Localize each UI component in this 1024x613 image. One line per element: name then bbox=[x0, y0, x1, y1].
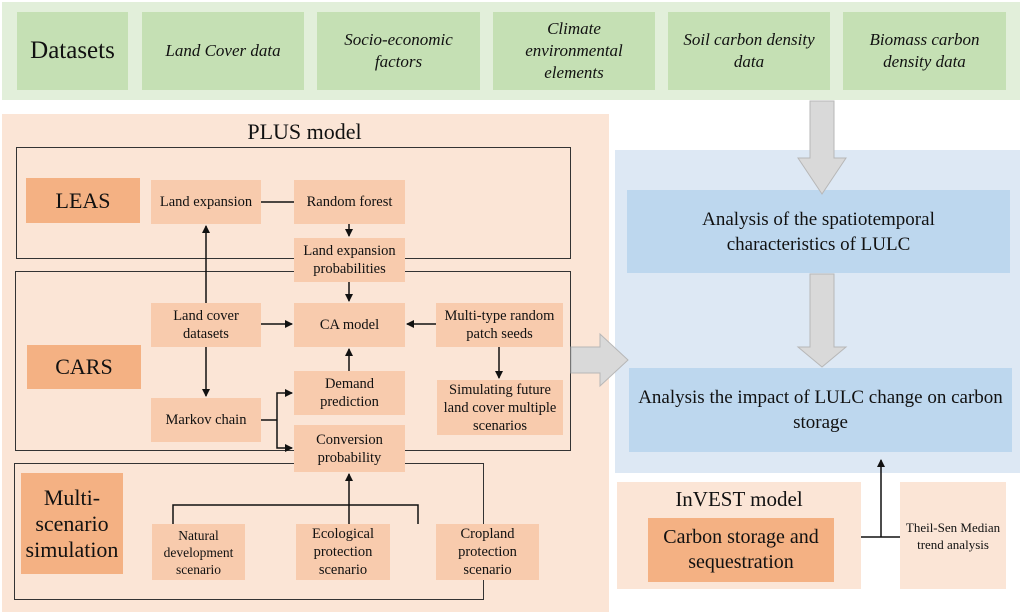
dataset-biomass-carbon: Biomass carbon density data bbox=[843, 12, 1006, 90]
dataset-soil-carbon: Soil carbon density data bbox=[668, 12, 830, 90]
dataset-climate: Climate environmental elements bbox=[493, 12, 655, 90]
datasets-title: Datasets bbox=[17, 12, 128, 90]
invest-model-title: InVEST model bbox=[675, 486, 803, 511]
scenario-ecological-protection: Ecological protection scenario bbox=[296, 524, 390, 580]
conversion-probability-box: Conversion probability bbox=[294, 425, 405, 472]
multi-scenario-label: Multi-scenario simulation bbox=[21, 473, 123, 574]
demand-prediction-box: Demand prediction bbox=[294, 371, 405, 415]
theil-sen-box: Theil-Sen Median trend analysis bbox=[900, 482, 1006, 589]
plus-model-title: PLUS model bbox=[247, 119, 362, 144]
multi-type-seeds-box: Multi-type random patch seeds bbox=[436, 303, 563, 347]
scenario-natural-development: Natural development scenario bbox=[152, 524, 245, 580]
cars-label: CARS bbox=[27, 345, 141, 389]
dataset-socio-economic: Socio-economic factors bbox=[317, 12, 480, 90]
ca-model-box: CA model bbox=[294, 303, 405, 347]
random-forest-box: Random forest bbox=[294, 180, 405, 224]
carbon-storage-box: Carbon storage and sequestration bbox=[648, 518, 834, 582]
land-cover-datasets-box: Land cover datasets bbox=[151, 303, 261, 347]
dataset-land-cover: Land Cover data bbox=[142, 12, 304, 90]
leas-frame bbox=[16, 147, 571, 259]
leas-label: LEAS bbox=[26, 178, 140, 223]
scenario-cropland-protection: Cropland protection scenario bbox=[436, 524, 539, 580]
land-expansion-box: Land expansion bbox=[151, 180, 261, 224]
simulating-future-box: Simulating future land cover multiple sc… bbox=[437, 380, 563, 435]
land-expansion-probabilities-box: Land expansion probabilities bbox=[294, 238, 405, 282]
spatiotemporal-analysis-box: Analysis of the spatiotemporal character… bbox=[627, 190, 1010, 273]
carbon-impact-analysis-box: Analysis the impact of LULC change on ca… bbox=[629, 368, 1012, 452]
markov-chain-box: Markov chain bbox=[151, 398, 261, 442]
